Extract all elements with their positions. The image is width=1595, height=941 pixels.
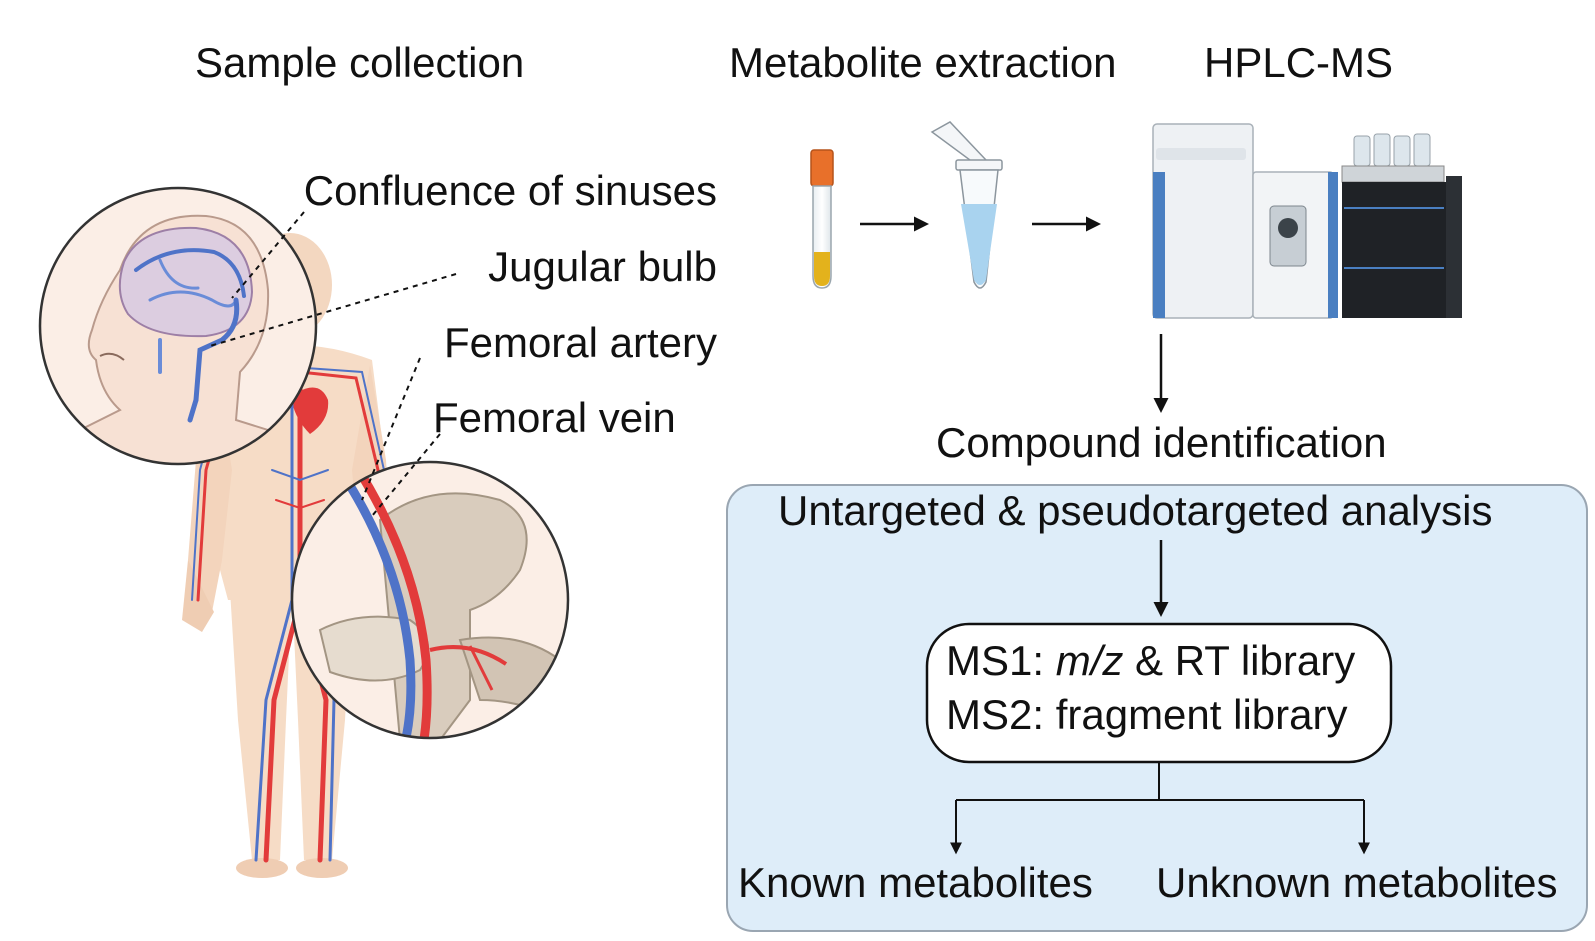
analysis-title: Untargeted & pseudotargeted analysis	[778, 487, 1493, 534]
label-confluence-of-sinuses: Confluence of sinuses	[303, 167, 717, 214]
label-femoral-artery: Femoral artery	[443, 319, 717, 366]
mass-spectrometer-icon	[1152, 123, 1338, 319]
leader-lines	[209, 211, 457, 517]
ms1-mz: m/z	[1055, 637, 1124, 684]
heading-hplc-ms: HPLC-MS	[1204, 39, 1394, 86]
hplc-stack-icon	[1341, 133, 1462, 318]
label-jugular-bulb: Jugular bulb	[488, 243, 717, 290]
blood-tube-icon	[810, 149, 834, 289]
ms1-library-label: MS1: m/z & RT library	[946, 640, 1355, 682]
known-metabolites-label: Known metabolites	[738, 859, 1093, 906]
split-connector	[950, 762, 1370, 855]
ms1-prefix: MS1:	[946, 637, 1056, 684]
heading-sample-collection: Sample collection	[195, 39, 525, 86]
ms1-suffix: & RT library	[1123, 637, 1356, 684]
eppendorf-tube-icon	[930, 121, 1003, 289]
label-femoral-vein: Femoral vein	[433, 394, 676, 441]
heading-metabolite-extraction: Metabolite extraction	[729, 39, 1117, 86]
ms2-library-label: MS2: fragment library	[946, 691, 1348, 738]
heading-compound-identification: Compound identification	[936, 419, 1387, 466]
pelvis-vessels-icon	[290, 460, 570, 740]
unknown-metabolites-label: Unknown metabolites	[1156, 859, 1558, 906]
